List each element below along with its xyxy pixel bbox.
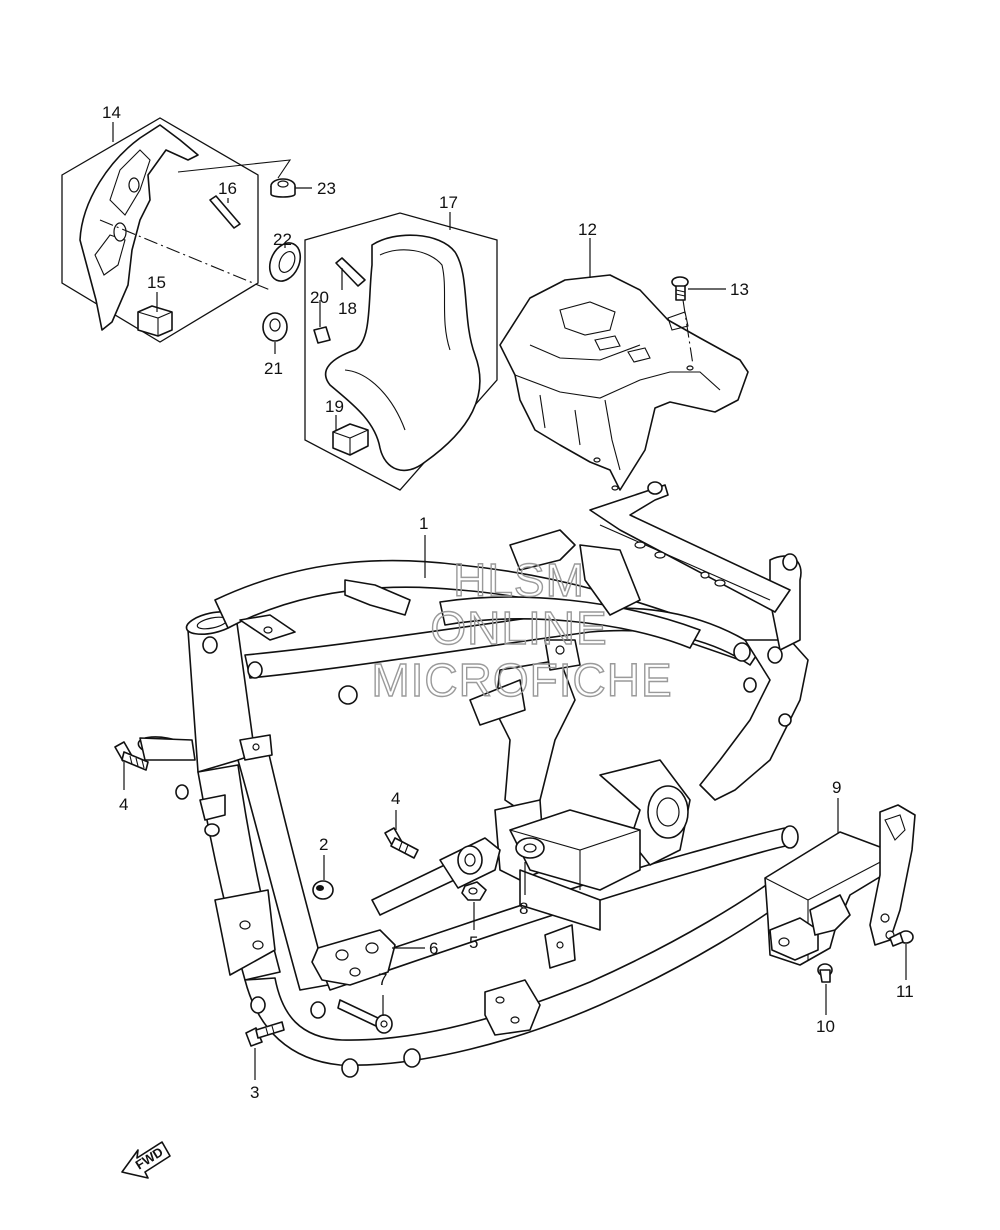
callout-7: 7: [378, 970, 387, 989]
leader-lines: [112, 122, 907, 1080]
cap-2[interactable]: [312, 880, 334, 900]
callout-14: 14: [102, 103, 121, 122]
callout-13: 13: [730, 280, 749, 299]
seat-group: [304, 212, 498, 491]
bolt-4-left[interactable]: [114, 741, 149, 771]
battery-tray[interactable]: [499, 274, 749, 491]
bolt-3[interactable]: [245, 1021, 285, 1047]
fwd-arrow-icon: [121, 1141, 171, 1179]
callout-10: 10: [816, 1017, 835, 1036]
grommet-23[interactable]: [270, 178, 296, 198]
bolt-11[interactable]: [889, 930, 914, 947]
seat-cushion[interactable]: [324, 234, 481, 472]
callout-4: 4: [391, 789, 400, 808]
callout-20: 20: [310, 288, 329, 307]
washer-22[interactable]: [264, 238, 306, 286]
callout-3: 3: [250, 1083, 259, 1102]
callout-numbers: 1 2 3 4 4 5 6 7 8 9 10 11 12 13 14 15 16…: [102, 103, 914, 1102]
callout-19: 19: [325, 397, 344, 416]
callout-6: 6: [429, 939, 438, 958]
watermark-line-3: MICROFICHE: [371, 654, 672, 706]
callout-4: 4: [119, 795, 128, 814]
nut-5[interactable]: [461, 881, 487, 901]
watermark-line-1: HLSM: [453, 554, 585, 606]
bolt-7[interactable]: [337, 999, 393, 1034]
callout-17: 17: [439, 193, 458, 212]
callout-5: 5: [469, 933, 478, 952]
callout-9: 9: [832, 778, 841, 797]
rear-bracket-9[interactable]: [764, 804, 916, 966]
callout-18: 18: [338, 299, 357, 318]
callout-23: 23: [317, 179, 336, 198]
callout-12: 12: [578, 220, 597, 239]
callout-21: 21: [264, 359, 283, 378]
collar-21[interactable]: [262, 312, 288, 342]
callout-8: 8: [519, 899, 528, 918]
fwd-arrow: FWD: [121, 1141, 171, 1179]
seat-strip[interactable]: [335, 257, 366, 287]
side-cover[interactable]: [79, 124, 199, 331]
cushion-strip[interactable]: [209, 195, 241, 229]
callout-1: 1: [419, 514, 428, 533]
callout-2: 2: [319, 835, 328, 854]
watermark-line-2: ONLINE: [430, 602, 607, 654]
bolt-4-center[interactable]: [384, 827, 419, 859]
callout-16: 16: [218, 179, 237, 198]
bolt-10[interactable]: [817, 963, 833, 983]
callout-22: 22: [273, 230, 292, 249]
callout-15: 15: [147, 273, 166, 292]
bolt-13[interactable]: [671, 276, 689, 301]
bracket-plate-6[interactable]: [311, 929, 396, 986]
pad-block[interactable]: [137, 305, 173, 337]
side-cover-group: [61, 117, 292, 343]
callout-11: 11: [896, 982, 914, 1001]
seat-tab[interactable]: [313, 326, 331, 344]
main-frame[interactable]: [137, 481, 809, 1078]
watermark: HLSM ONLINE MICROFICHE: [371, 553, 673, 706]
engine-mount-pipe[interactable]: [371, 837, 545, 916]
